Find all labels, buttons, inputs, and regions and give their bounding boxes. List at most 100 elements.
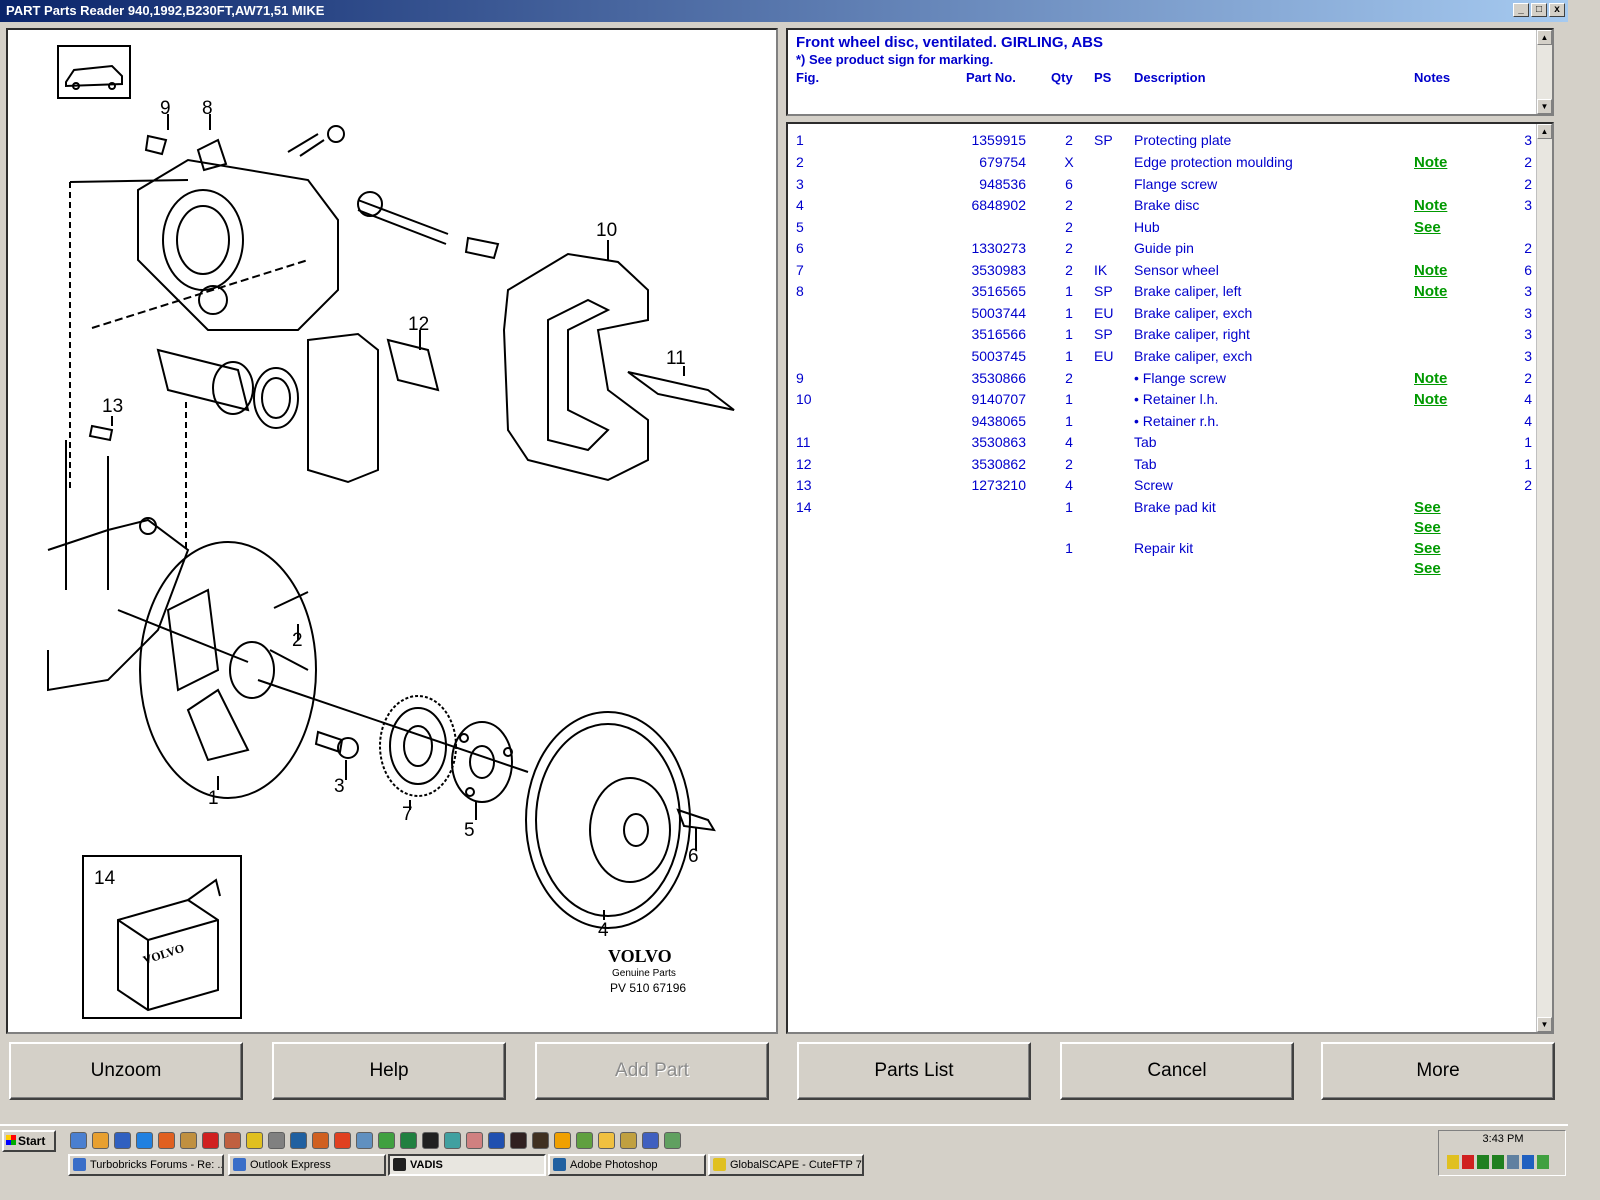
app-icon[interactable] <box>224 1132 241 1149</box>
close-button[interactable]: x <box>1549 3 1565 17</box>
maximize-button[interactable]: □ <box>1531 3 1547 17</box>
disk-icon[interactable] <box>268 1132 285 1149</box>
desktop-icon[interactable] <box>70 1132 87 1149</box>
row-note-link[interactable]: See <box>1414 519 1441 536</box>
row-note-link[interactable]: See <box>1414 219 1441 236</box>
image-icon[interactable] <box>466 1132 483 1149</box>
browser-icon[interactable] <box>136 1132 153 1149</box>
winamp-icon[interactable] <box>378 1132 395 1149</box>
tray-speaker-icon[interactable] <box>1522 1155 1534 1169</box>
colorwheel-icon[interactable] <box>642 1132 659 1149</box>
clock[interactable]: 3:43 PM <box>1482 1133 1524 1145</box>
row-note-link[interactable]: Note <box>1414 262 1448 279</box>
game-icon[interactable] <box>510 1132 527 1149</box>
fox-icon[interactable] <box>334 1132 351 1149</box>
start-button[interactable]: Start <box>2 1130 56 1152</box>
task-cuteftp[interactable]: GlobalSCAPE - CuteFTP 7... <box>708 1154 864 1176</box>
add-part-button[interactable]: Add Part <box>535 1042 769 1100</box>
row-note-link[interactable]: Note <box>1414 283 1448 300</box>
tools-icon[interactable] <box>356 1132 373 1149</box>
table-row[interactable]: See <box>788 558 1536 579</box>
row-note-link[interactable]: Note <box>1414 370 1448 387</box>
task-outlook[interactable]: Outlook Express <box>228 1154 386 1176</box>
unzoom-button[interactable]: Unzoom <box>9 1042 243 1100</box>
system-tray: 3:43 PM <box>1438 1130 1566 1176</box>
orange-icon[interactable] <box>554 1132 571 1149</box>
more-button[interactable]: More <box>1321 1042 1555 1100</box>
firefox-icon[interactable] <box>158 1132 175 1149</box>
row-fig: 4 <box>796 197 804 213</box>
window-titlebar[interactable]: PART Parts Reader 940,1992,B230FT,AW71,5… <box>0 0 1568 22</box>
plant-icon[interactable] <box>444 1132 461 1149</box>
group-title: Front wheel disc, ventilated. GIRLING, A… <box>796 34 1103 51</box>
tree-icon[interactable] <box>664 1132 681 1149</box>
header-scrollbar[interactable]: ▲ ▼ <box>1536 30 1552 114</box>
row-note-link[interactable]: See <box>1414 560 1441 577</box>
tray-network-icon[interactable] <box>1477 1155 1489 1169</box>
chart-icon[interactable] <box>576 1132 593 1149</box>
cancel-button[interactable]: Cancel <box>1060 1042 1294 1100</box>
clock-icon[interactable] <box>598 1132 615 1149</box>
messenger-icon[interactable] <box>246 1132 263 1149</box>
row-count: 4 <box>1524 391 1532 407</box>
row-note-link[interactable]: See <box>1414 540 1441 557</box>
wand-icon[interactable] <box>620 1132 637 1149</box>
parts-diagram[interactable]: 9 8 10 12 11 13 2 1 3 7 5 6 4 14 VOLVO V… <box>6 28 778 1034</box>
row-note-link[interactable]: Note <box>1414 391 1448 408</box>
help-button[interactable]: Help <box>272 1042 506 1100</box>
tray-tool-icon[interactable] <box>1507 1155 1519 1169</box>
task-turbobricks[interactable]: Turbobricks Forums - Re: ... <box>68 1154 224 1176</box>
media-icon[interactable] <box>202 1132 219 1149</box>
scroll-down-icon[interactable]: ▼ <box>1537 1017 1552 1032</box>
dark-app-icon[interactable] <box>532 1132 549 1149</box>
row-description: Brake caliper, exch <box>1134 305 1253 321</box>
pen-icon[interactable] <box>290 1132 307 1149</box>
folder-icon[interactable] <box>92 1132 109 1149</box>
globe-icon[interactable] <box>488 1132 505 1149</box>
scroll-up-icon[interactable]: ▲ <box>1537 124 1552 139</box>
col-header-part: Part No. <box>966 70 1016 85</box>
scroll-up-icon[interactable]: ▲ <box>1537 30 1552 45</box>
row-note-link[interactable]: Note <box>1414 197 1448 214</box>
green-icon[interactable] <box>400 1132 417 1149</box>
tool-icon[interactable] <box>180 1132 197 1149</box>
row-note-link[interactable]: Note <box>1414 154 1448 171</box>
paint-icon[interactable] <box>312 1132 329 1149</box>
kit-box-frame <box>82 855 242 1019</box>
minimize-button[interactable]: _ <box>1513 3 1529 17</box>
row-note-link[interactable]: See <box>1414 499 1441 516</box>
row-qty: 2 <box>1065 197 1073 213</box>
network-icon[interactable] <box>114 1132 131 1149</box>
table-row[interactable]: See <box>788 517 1536 538</box>
list-scrollbar[interactable]: ▲ ▼ <box>1536 124 1552 1032</box>
parts-list-button[interactable]: Parts List <box>797 1042 1031 1100</box>
vadis-icon[interactable] <box>422 1132 439 1149</box>
task-photoshop[interactable]: Adobe Photoshop <box>548 1154 706 1176</box>
tray-arrows-icon[interactable] <box>1462 1155 1474 1169</box>
tray-shield-icon[interactable] <box>1537 1155 1549 1169</box>
tray-pencil-icon[interactable] <box>1447 1155 1459 1169</box>
tray-monitor-icon[interactable] <box>1492 1155 1504 1169</box>
task-vadis[interactable]: VADIS <box>388 1154 546 1176</box>
scroll-down-icon[interactable]: ▼ <box>1537 99 1552 114</box>
